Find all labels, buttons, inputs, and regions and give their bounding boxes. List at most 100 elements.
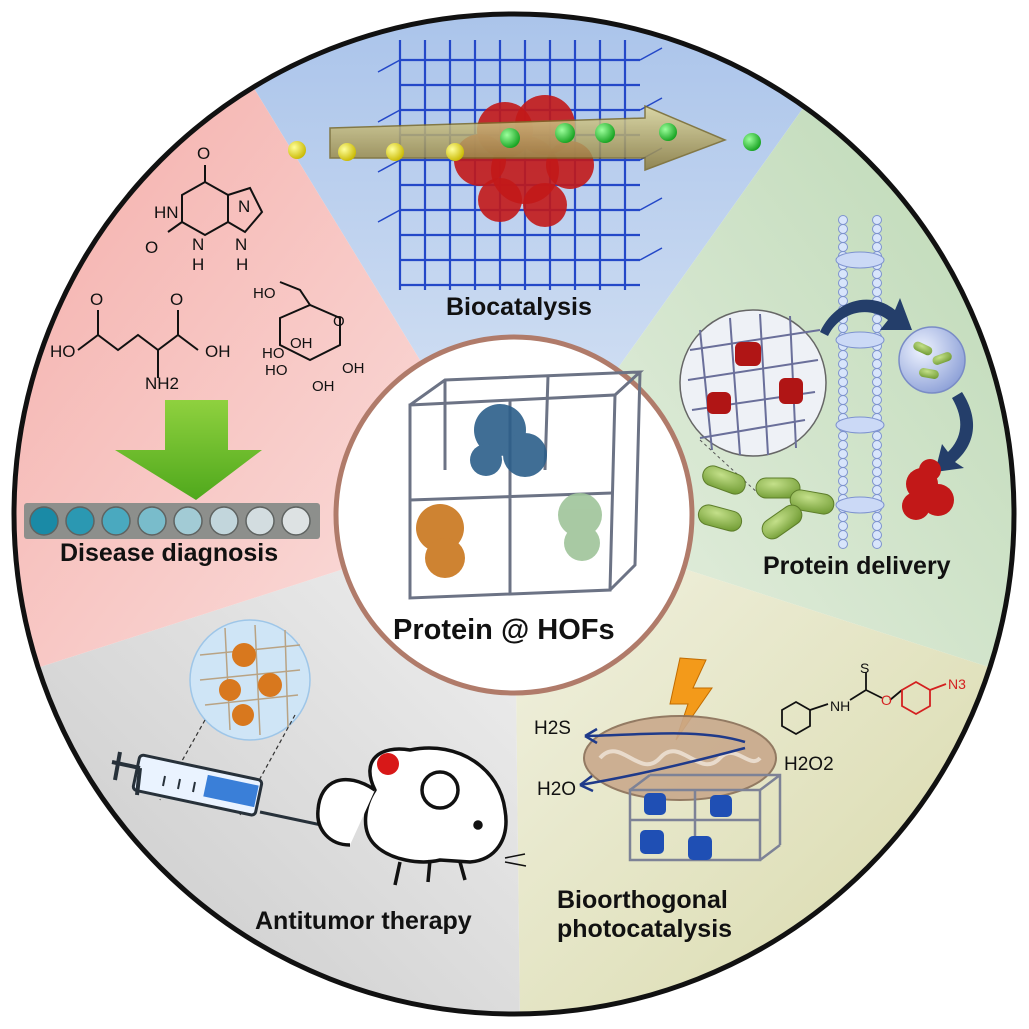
disease-diagnosis-label: Disease diagnosis [60,539,279,567]
probe-atom-o: O [881,692,892,708]
membrane-lipid-head [872,476,882,486]
glutamate-atom-ho: HO [50,342,76,361]
protein-delivery-label: Protein delivery [763,552,951,580]
well [245,506,275,536]
hypoxanthine-atom-n-lower: N [235,235,248,254]
magnified-hof-inset [679,309,827,496]
membrane-lipid-head [838,287,848,297]
glucose-structure [279,281,341,362]
membrane-lipid-head [872,521,882,531]
well [29,506,59,536]
membrane-lipid-head [838,242,848,252]
membrane-lipid-head [872,530,882,540]
glucose-atom-o-ring: O [333,313,345,330]
membrane-lipid-head [872,467,882,477]
substrate-channel-arrow [329,104,728,172]
membrane-lipid-head [872,377,882,387]
h2s-conversion-arrows [579,727,746,793]
hypoxanthine-atom-h-lower: H [236,255,249,274]
glutamate-atom-o-right: O [170,290,184,309]
membrane-lipid-head [838,215,848,225]
hypoxanthine-atom-o-top: O [197,144,211,163]
membrane-lipid-head [838,233,848,243]
well [101,506,131,536]
well [281,506,311,536]
membrane-lipid-head [838,530,848,540]
h2s-label: H2S [534,718,571,739]
membrane-lipid-head [872,224,882,234]
glutamate-atom-oh: OH [205,342,231,361]
membrane-lipid-head [872,395,882,405]
hof-nanoparticle-inset [159,619,311,816]
uptake-arrow [820,298,912,336]
photocatalyst-hof [628,773,782,862]
well [173,506,203,536]
membrane-lipid-head [872,512,882,522]
membrane-lipid-head [872,287,882,297]
membrane-lipid-head [872,359,882,369]
release-arrow [935,392,974,472]
probe-atom-n3: N3 [948,676,966,692]
hypoxanthine-atom-n-bottom: N [192,235,205,254]
membrane-lipid-head [872,431,882,441]
well [137,506,167,536]
membrane-lipid-head [838,368,848,378]
membrane-lipid-head [872,539,882,549]
released-protein [902,459,954,520]
glutamic-acid-structure [77,310,199,378]
h2o2-label: H2O2 [784,754,834,775]
well [65,506,95,536]
membrane-lipid-head [838,386,848,396]
hypoxanthine-atom-h-bottom: H [192,255,205,274]
glucose-atom-ho-top: HO [253,285,276,302]
hypoxanthine-atom-n-right: N [238,197,251,216]
membrane-lipid-head [872,269,882,279]
membrane-lipid-head [872,233,882,243]
substrate-molecules [288,123,761,161]
membrane-lipid-head [838,449,848,459]
membrane-lipid-head [838,539,848,549]
membrane-lipid-head [872,404,882,414]
cell-membrane [835,215,885,549]
membrane-lipid-head [872,449,882,459]
membrane-lipid-head [872,278,882,288]
endosome-vesicle [898,326,966,394]
membrane-lipid-head [838,296,848,306]
down-arrow-icon [115,400,262,500]
membrane-lipid-head [838,404,848,414]
hof-bacteria-particles [697,465,835,540]
lightning-bolt-icon [669,657,713,741]
hypoxanthine-atom-hn: HN [154,203,179,222]
membrane-lipid-head [872,440,882,450]
membrane-lipid-head [838,440,848,450]
glucose-atom-ho-bottom: HO [265,362,288,379]
bioorthogonal-label-line2: photocatalysis [557,915,733,943]
protein-orange [416,504,465,578]
membrane-lipid-head [872,215,882,225]
bioorthogonal-label-line1: Bioorthogonal [557,886,728,914]
membrane-lipid-head [838,431,848,441]
mitochondrion [583,715,777,801]
membrane-lipid-head [838,512,848,522]
antitumor-label: Antitumor therapy [255,907,472,935]
h2o-label: H2O [537,779,577,800]
outer-ring [11,11,1017,1017]
membrane-lipid-head [872,368,882,378]
azide-probe-structure [781,672,947,736]
membrane-lipid-head [838,359,848,369]
well [209,506,239,536]
membrane-lipid-head [872,323,882,333]
membrane-lipid-head [838,278,848,288]
membrane-lipid-head [872,350,882,360]
membrane-lipid-head [838,476,848,486]
hypoxanthine-atom-o-left: O [145,238,159,257]
membrane-lipid-head [872,386,882,396]
membrane-lipid-head [838,521,848,531]
membrane-lipid-head [838,269,848,279]
membrane-lipid-head [838,485,848,495]
membrane-lipid-head [838,224,848,234]
membrane-lipid-head [872,485,882,495]
glucose-atom-ho-left: HO [262,345,285,362]
biocatalysis-label: Biocatalysis [446,293,592,321]
